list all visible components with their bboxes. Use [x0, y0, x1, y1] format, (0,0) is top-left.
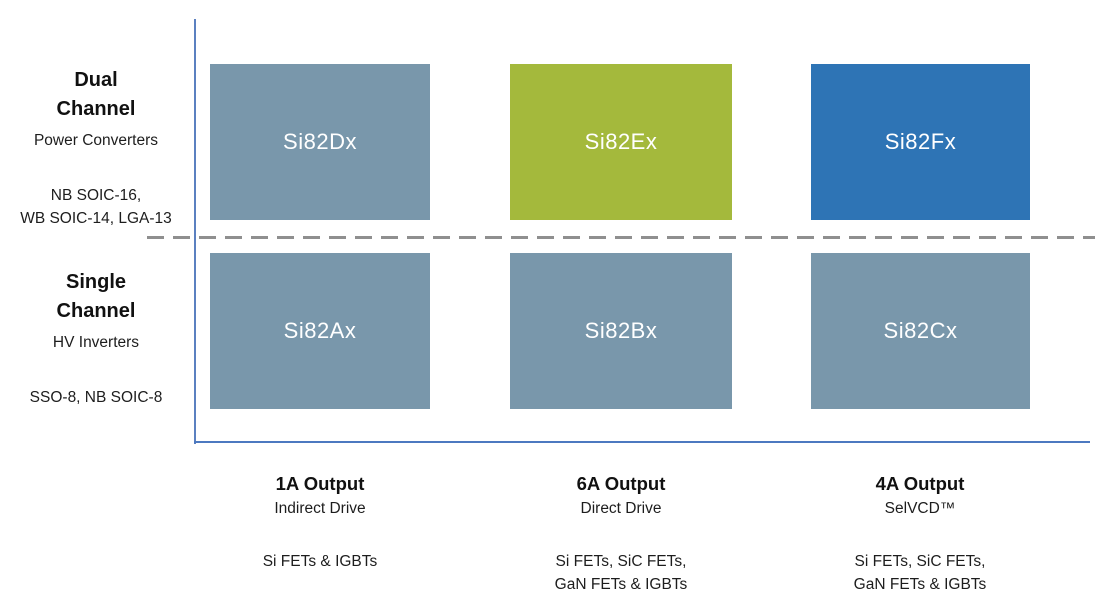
product-cell-si82ex: Si82Ex — [510, 64, 732, 220]
supported-devices-line: GaN FETs & IGBTs — [554, 576, 688, 593]
row-packages-label: NB SOIC-16, WB SOIC-14, LGA-13 — [0, 184, 192, 230]
row-packages-line: SSO-8, NB SOIC-8 — [29, 389, 163, 406]
supported-devices-label: Si FETs, SiC FETs, GaN FETs & IGBTs — [481, 550, 761, 596]
drive-type-label: Direct Drive — [580, 500, 662, 517]
product-cell-si82cx: Si82Cx — [811, 253, 1030, 409]
product-cell-si82fx: Si82Fx — [811, 64, 1030, 220]
product-cell-si82dx: Si82Dx — [210, 64, 430, 220]
row-packages-line: WB SOIC-14, LGA-13 — [20, 210, 172, 227]
product-cell-label: Si82Bx — [584, 318, 658, 343]
column-footer-1a-output: 1A Output Indirect Drive Si FETs & IGBTs — [180, 472, 460, 573]
output-current-label: 4A Output — [875, 473, 965, 494]
product-cell-label: Si82Ax — [283, 318, 357, 343]
row-application-label: HV Inverters — [52, 334, 140, 351]
x-axis-line — [194, 441, 1090, 443]
supported-devices-line: GaN FETs & IGBTs — [853, 576, 987, 593]
product-cell-label: Si82Ex — [584, 129, 658, 154]
product-cell-label: Si82Fx — [884, 129, 957, 154]
row-title-line: Channel — [56, 300, 136, 322]
supported-devices-label: Si FETs & IGBTs — [180, 550, 460, 573]
drive-type-label: Indirect Drive — [274, 500, 366, 517]
channel-divider-dashed-line — [147, 236, 1095, 239]
output-current-label: 1A Output — [275, 473, 365, 494]
output-current-label: 6A Output — [576, 473, 666, 494]
supported-devices-label: Si FETs, SiC FETs, GaN FETs & IGBTs — [780, 550, 1060, 596]
product-cell-si82ax: Si82Ax — [210, 253, 430, 409]
row-packages-line: NB SOIC-16, — [50, 187, 142, 204]
product-cell-label: Si82Cx — [883, 318, 958, 343]
row-title: Dual Channel — [0, 66, 192, 124]
row-title-line: Channel — [56, 98, 136, 120]
column-footer-4a-output: 4A Output SelVCD™ Si FETs, SiC FETs, GaN… — [780, 472, 1060, 596]
column-footer-6a-output: 6A Output Direct Drive Si FETs, SiC FETs… — [481, 472, 761, 596]
row-title-line: Single — [65, 271, 126, 293]
drive-type-label: SelVCD™ — [884, 500, 956, 517]
supported-devices-line: Si FETs & IGBTs — [262, 553, 378, 570]
supported-devices-line: Si FETs, SiC FETs, — [555, 553, 687, 570]
row-label-dual-channel: Dual Channel Power Converters NB SOIC-16… — [0, 66, 192, 230]
row-title: Single Channel — [0, 268, 192, 326]
supported-devices-line: Si FETs, SiC FETs, — [854, 553, 986, 570]
product-cell-label: Si82Dx — [283, 129, 357, 154]
row-label-single-channel: Single Channel HV Inverters SSO-8, NB SO… — [0, 268, 192, 409]
product-cell-si82bx: Si82Bx — [510, 253, 732, 409]
y-axis-line — [194, 19, 196, 444]
row-packages-label: SSO-8, NB SOIC-8 — [0, 386, 192, 409]
row-application-label: Power Converters — [33, 132, 159, 149]
row-title-line: Dual — [74, 69, 118, 91]
